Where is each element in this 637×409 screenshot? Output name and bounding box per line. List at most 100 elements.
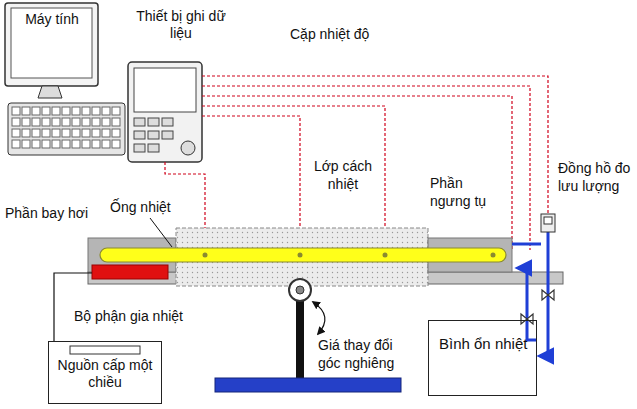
key: [102, 140, 110, 148]
logger-button: [134, 131, 145, 139]
node-text: Nguồn cấp một chiều: [53, 357, 157, 391]
key: [12, 140, 20, 148]
leader-line: [150, 218, 172, 247]
key: [72, 140, 80, 148]
logger-button: [134, 144, 145, 152]
key: [52, 118, 60, 126]
key: [72, 107, 80, 115]
key: [42, 140, 50, 148]
power-supply-box: Nguồn cấp một chiều: [48, 341, 162, 404]
thermocouple-point: [203, 253, 208, 258]
insulation-label: Lớp cách nhiệt: [306, 158, 380, 193]
flowmeter: [541, 214, 555, 232]
key: [102, 129, 110, 137]
key: [112, 129, 120, 137]
key: [72, 118, 80, 126]
logger-button: [148, 131, 159, 139]
node-text: Bình ổn nhiệt: [439, 335, 530, 353]
key: [12, 118, 20, 126]
key: [92, 107, 100, 115]
logger-button: [134, 118, 145, 126]
key: [62, 140, 70, 148]
evaporator-label: Phần bay hơi: [5, 205, 115, 223]
key: [62, 129, 70, 137]
valve: [521, 314, 533, 324]
heat-pipe-label: Ống nhiệt: [110, 199, 190, 217]
key: [102, 107, 110, 115]
key: [82, 107, 90, 115]
logger-button: [162, 131, 173, 139]
logger-body: [128, 62, 202, 162]
key: [22, 140, 30, 148]
key: [12, 107, 20, 115]
stand-post: [296, 298, 304, 378]
monitor-stand: [38, 86, 62, 98]
pivot-pin: [296, 286, 304, 294]
water-pipe: [512, 243, 541, 246]
thermocouple-point: [298, 253, 303, 258]
key: [112, 140, 120, 148]
key: [32, 140, 40, 148]
thermocouple-point: [383, 253, 388, 258]
logger-button: [162, 118, 173, 126]
key: [22, 129, 30, 137]
key: [62, 107, 70, 115]
key: [92, 118, 100, 126]
water-pipe: [518, 268, 537, 340]
key: [52, 129, 60, 137]
key: [12, 129, 20, 137]
key: [32, 107, 40, 115]
thermocouple-point: [491, 253, 496, 258]
pivot: [289, 279, 311, 301]
key: [72, 129, 80, 137]
logger-button: [148, 118, 159, 126]
key: [32, 118, 40, 126]
monitor: [5, 3, 98, 86]
key: [82, 129, 90, 137]
logger-screen: [134, 68, 196, 112]
key: [82, 118, 90, 126]
key: [52, 107, 60, 115]
thermocouple-label: Cặp nhiệt độ: [290, 26, 400, 44]
key: [42, 107, 50, 115]
tilt-stand-label: Giá thay đổi góc nghiêng: [318, 337, 414, 372]
node-text: Thiết bị ghi dữ liệu: [126, 8, 236, 42]
data-logger: Thiết bị ghi dữ liệu: [126, 8, 236, 58]
thermocouple-wire: [202, 76, 548, 214]
thermostat-bath-box: Bình ổn nhiệt: [428, 320, 537, 396]
flowmeter-dial: [544, 217, 552, 224]
angle-arrow: [313, 302, 325, 334]
keyboard: [8, 103, 125, 155]
key: [62, 118, 70, 126]
key: [92, 129, 100, 137]
logger-knob: [181, 141, 195, 155]
key: [82, 140, 90, 148]
computer: [5, 3, 125, 155]
key: [22, 107, 30, 115]
stand-base: [215, 378, 401, 392]
keyboard-keys: [12, 107, 120, 148]
key: [42, 118, 50, 126]
power-wire: [54, 273, 92, 342]
thermocouple-wires: [165, 76, 548, 250]
key: [102, 118, 110, 126]
thermocouple-wire: [202, 96, 512, 250]
key: [112, 107, 120, 115]
heater: [92, 265, 168, 279]
flowmeter-label: Đồng hồ đo lưu lượng: [558, 160, 634, 195]
thermocouple-points: [203, 253, 496, 258]
key: [112, 118, 120, 126]
key: [32, 129, 40, 137]
valve: [542, 290, 554, 300]
heater-label: Bộ phận gia nhiệt: [74, 308, 214, 326]
key: [92, 140, 100, 148]
logger-buttons: [134, 118, 173, 152]
key: [42, 129, 50, 137]
thermocouple-wire: [202, 86, 530, 250]
computer-screen: Máy tính: [12, 9, 92, 75]
key: [52, 140, 60, 148]
data-logger: [128, 62, 202, 162]
key: [22, 118, 30, 126]
logger-button: [148, 144, 159, 152]
